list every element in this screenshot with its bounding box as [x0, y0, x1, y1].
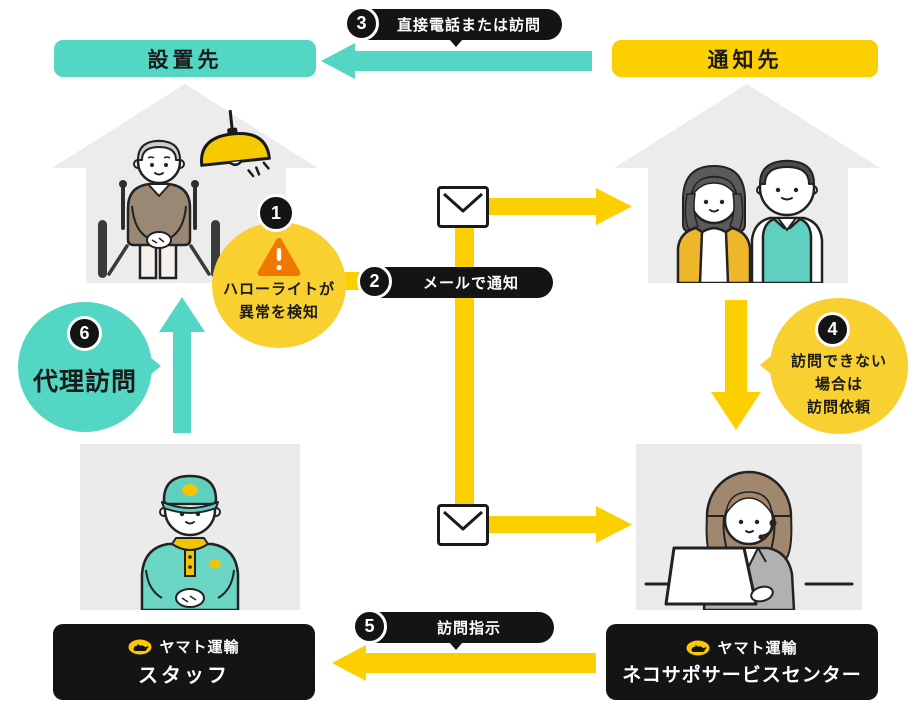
- step4-text-line2: 場合は: [814, 376, 863, 393]
- arrow-email-to-family: [489, 188, 632, 225]
- notification-site-label: 通知先: [707, 48, 783, 72]
- step6-pointer: [150, 357, 161, 375]
- installation-house-roof: [52, 84, 318, 168]
- yamato-cat-logo: [686, 640, 710, 655]
- yamato-staff-box: ヤマト運輸 スタッフ: [53, 624, 315, 700]
- arrow-step6-proxy-visit: [159, 297, 205, 433]
- step5-pill: 5 訪問指示: [352, 609, 554, 650]
- notification-site-box: 通知先: [612, 40, 878, 77]
- step3-number: 3: [344, 6, 379, 41]
- step1-alert-circle: ハローライトが 異常を検知: [212, 222, 346, 348]
- elderly-man-wheelchair-illustration: [98, 139, 220, 280]
- step3-pill: 3 直接電話または訪問: [344, 6, 562, 47]
- step4-text-line1: 訪問できない: [790, 353, 887, 370]
- step3-pill-pointer: [449, 39, 463, 47]
- step4-text-line3: 訪問依頼: [806, 399, 871, 416]
- arrow-step4-request-visit: [711, 300, 761, 430]
- step6-label: 代理訪問: [32, 368, 137, 396]
- call-center-operator-illustration: [644, 470, 854, 610]
- step5-number: 5: [352, 609, 387, 644]
- notification-house-roof: [614, 84, 880, 168]
- step2-pill: 2 メールで通知: [357, 264, 553, 299]
- envelope-icon: [437, 186, 489, 228]
- installation-site-box: 設置先: [54, 40, 316, 77]
- yamato-staff-illustration: [140, 474, 240, 610]
- step3-label: 直接電話または訪問: [396, 17, 541, 34]
- installation-site-label: 設置先: [147, 48, 223, 72]
- neko-support-center-box: ヤマト運輸 ネコサポサービスセンター: [606, 624, 878, 700]
- couple-illustration: [676, 159, 824, 283]
- brand-row: ヤマト運輸: [128, 636, 239, 657]
- yamato-cat-logo: [128, 639, 152, 654]
- step6-badge: 6: [67, 316, 102, 351]
- step1-text-line2: 異常を検知: [238, 304, 319, 321]
- call-center-photo-box: [636, 444, 862, 610]
- step5-label: 訪問指示: [436, 620, 501, 637]
- envelope-icon: [437, 504, 489, 546]
- staff-box-label: スタッフ: [138, 665, 230, 687]
- brand-row: ヤマト運輸: [686, 637, 797, 658]
- step5-pill-pointer: [449, 642, 463, 650]
- step4-pointer: [760, 356, 771, 374]
- arrow-step5-visit-order: [332, 645, 596, 681]
- step2-number: 2: [357, 264, 392, 299]
- center-box-label: ネコサポサービスセンター: [622, 665, 862, 686]
- step1-badge: 1: [257, 194, 295, 232]
- arrow-step3-call-or-visit: [321, 43, 592, 79]
- step2-label: メールで通知: [422, 275, 519, 292]
- step1-text-line1: ハローライトが: [222, 281, 335, 298]
- warning-icon: [257, 237, 301, 276]
- center-brand-label: ヤマト運輸: [717, 640, 798, 657]
- staff-brand-label: ヤマト運輸: [159, 639, 240, 656]
- staff-photo-box: [80, 444, 300, 610]
- step4-badge: 4: [815, 312, 850, 347]
- arrow-email-to-center: [489, 506, 632, 543]
- hellolight-lamp-icon: [200, 109, 271, 178]
